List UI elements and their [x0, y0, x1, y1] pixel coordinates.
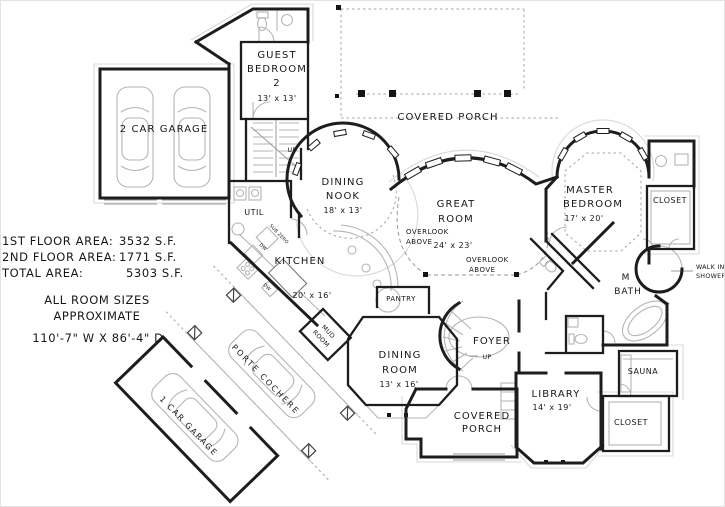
room-two-car-garage: 2 CAR GARAGE — [120, 124, 209, 135]
stairs-up-label: UP — [287, 147, 296, 154]
note-approximate: APPROXIMATE — [53, 309, 140, 323]
car-icon — [223, 324, 321, 423]
room-master-closet: CLOSET — [653, 196, 687, 205]
overlook-above-note: OVERLOOK — [406, 228, 449, 236]
room-guest-bedroom-size: 13' x 13' — [257, 94, 296, 103]
stairs-up-label: UP — [482, 354, 491, 361]
car-icon — [116, 86, 154, 188]
room-dining-room-size: 13' x 16' — [379, 380, 418, 389]
room-guest-bedroom: 2 — [273, 78, 280, 89]
car-icon — [173, 86, 211, 188]
room-guest-bedroom: BEDROOM — [247, 64, 307, 75]
appliance-fridge-label: SUB ZERO — [268, 223, 290, 246]
labels: 1ST FLOOR AREA: 3532 S.F. 2ND FLOOR AREA… — [1, 50, 725, 435]
room-kitchen-size: 20' x 16' — [292, 291, 331, 300]
room-dining-nook: DINING — [322, 177, 365, 188]
room-dining-nook: NOOK — [326, 191, 360, 202]
room-dining-room: DINING — [379, 350, 422, 361]
room-covered-porch-bottom: PORCH — [462, 424, 502, 435]
stat-second-floor-value: 1771 S.F. — [119, 250, 177, 264]
appliance-dw-label: DW — [262, 282, 272, 292]
room-great-room: ROOM — [438, 214, 474, 225]
room-pantry: PANTRY — [386, 295, 416, 303]
room-covered-porch-top: COVERED PORCH — [397, 112, 498, 123]
room-master-bath: M — [622, 273, 631, 283]
appliance-dw-label: DW — [258, 242, 268, 252]
room-foyer: FOYER — [473, 336, 511, 347]
bathtub-icon — [621, 300, 669, 342]
room-library-size: 14' x 19' — [532, 403, 571, 412]
room-master-bedroom-size: 17' x 20' — [564, 214, 603, 223]
room-master-bath: BATH — [614, 287, 642, 297]
roof-overhang-lines — [93, 3, 700, 469]
range-icon — [236, 257, 259, 281]
room-sauna: SAUNA — [628, 367, 659, 376]
room-guest-bedroom: GUEST — [257, 50, 296, 61]
walls-thick — [98, 7, 696, 465]
overlook-above-note: ABOVE — [406, 238, 433, 246]
stat-total-label: TOTAL AREA: — [1, 266, 83, 280]
room-master-bedroom: MASTER — [566, 185, 614, 196]
room-library: LIBRARY — [532, 389, 581, 400]
porte-cochere-label: PORTE COCHERE — [230, 343, 302, 417]
stair-curved-foyer — [442, 270, 693, 372]
stat-total-value: 5303 S.F. — [126, 266, 184, 280]
overlook-above-note: ABOVE — [469, 266, 496, 274]
room-master-bedroom: BEDROOM — [563, 199, 623, 210]
room-util: UTIL — [244, 208, 264, 217]
overlook-above-note: OVERLOOK — [466, 256, 509, 264]
room-kitchen: KITCHEN — [274, 256, 325, 267]
walk-in-shower-note: SHOWER — [696, 273, 725, 280]
porch-dashed-outlines — [306, 8, 642, 276]
walk-in-shower-note: WALK IN — [696, 264, 725, 271]
room-great-room: GREAT — [437, 199, 476, 210]
stat-second-floor-label: 2ND FLOOR AREA: — [2, 250, 116, 264]
car-icon — [146, 368, 244, 467]
stat-first-floor-label: 1ST FLOOR AREA: — [2, 234, 113, 248]
stat-first-floor-value: 3532 S.F. — [119, 234, 177, 248]
bay-window-ticks — [291, 128, 649, 181]
room-dining-nook-size: 18' x 13' — [323, 206, 362, 215]
one-car-garage-label: 1 CAR GARAGE — [158, 394, 220, 457]
room-great-room-size: 24' x 23' — [433, 241, 472, 250]
overall-dimensions: 110'-7" W X 86'-4" D — [32, 331, 163, 345]
room-lower-closet: CLOSET — [614, 418, 648, 427]
room-covered-porch-bottom: COVERED — [454, 411, 511, 422]
room-dining-room: ROOM — [382, 365, 418, 376]
note-room-sizes: ALL ROOM SIZES — [44, 293, 150, 307]
